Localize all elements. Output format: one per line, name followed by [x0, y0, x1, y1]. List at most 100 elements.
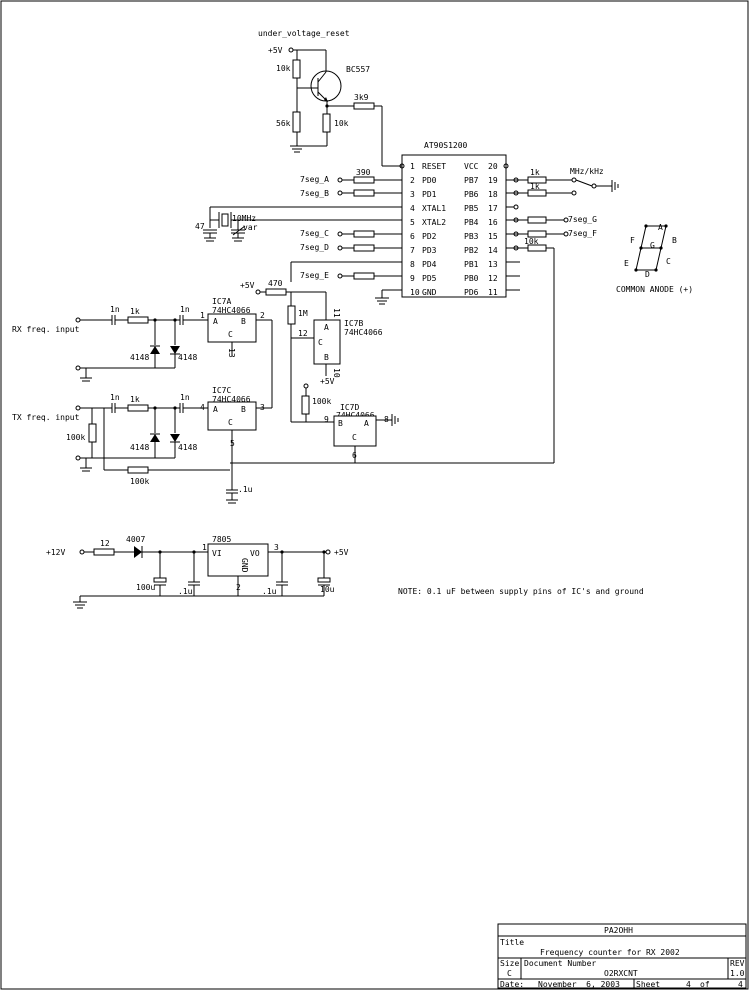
svg-text:11: 11 — [332, 308, 341, 318]
svg-text:3: 3 — [274, 543, 279, 552]
mcu-pin-name: PD6 — [464, 288, 479, 297]
svg-text:MHz/kHz: MHz/kHz — [570, 167, 604, 176]
svg-text:390: 390 — [356, 168, 371, 177]
svg-text:C: C — [228, 330, 233, 339]
resistor-3k9 — [353, 102, 375, 110]
svg-text:4: 4 — [686, 980, 691, 989]
reset-circuit: under_voltage_reset +5V 10k 56k BC557 10… — [258, 29, 402, 167]
mcu-pin-number: 2 — [410, 176, 415, 185]
svg-text:Size: Size — [500, 959, 519, 968]
resistor-10k-top — [292, 59, 301, 79]
seven-segment-display: A B C D E F G COMMON ANODE (+) — [616, 223, 693, 294]
svg-text:10u: 10u — [320, 585, 335, 594]
analog-switches: IC7A 74HC4066 A B C 1 2 13 IC7B 74HC4066… — [200, 279, 554, 504]
svg-text:A: A — [364, 419, 369, 428]
svg-text:VI: VI — [212, 549, 222, 558]
svg-text:7seg_F: 7seg_F — [568, 229, 597, 238]
mcu-pin-name: PD2 — [422, 232, 437, 241]
svg-text:of: of — [700, 980, 710, 989]
svg-text:A: A — [658, 223, 663, 232]
mcu-pin-name: PB1 — [464, 260, 479, 269]
svg-text:+5V: +5V — [240, 281, 255, 290]
tx-input-label: TX freq. input — [12, 413, 80, 422]
svg-text:4148: 4148 — [178, 353, 197, 362]
mcu-pin-number: 8 — [410, 260, 415, 269]
svg-text:B: B — [672, 236, 677, 245]
mcu-name: AT90S1200 — [424, 141, 468, 150]
mcu-pin-name: PB4 — [464, 218, 479, 227]
crystal-10mhz — [221, 213, 229, 227]
svg-text:7seg_B: 7seg_B — [300, 189, 329, 198]
mcu-pin-name: PB5 — [464, 204, 479, 213]
svg-text:E: E — [624, 259, 629, 268]
svg-text:B: B — [324, 353, 329, 362]
svg-text:1M: 1M — [298, 309, 308, 318]
svg-text:var: var — [243, 223, 258, 232]
svg-text:74HC4066: 74HC4066 — [212, 395, 251, 404]
svg-text:7seg_A: 7seg_A — [300, 175, 329, 184]
svg-text:BC557: BC557 — [346, 65, 370, 74]
svg-text:4148: 4148 — [130, 443, 149, 452]
svg-text:2: 2 — [260, 311, 265, 320]
svg-text:1k: 1k — [530, 182, 540, 191]
svg-text:1: 1 — [200, 311, 205, 320]
mcu-pin-name: XTAL2 — [422, 218, 446, 227]
svg-text:4148: 4148 — [178, 443, 197, 452]
mcu-pin-name: PD5 — [422, 274, 437, 283]
title-block: PA2OHH Title Frequency counter for RX 20… — [497, 923, 747, 989]
document-number: O2RXCNT — [604, 969, 638, 978]
svg-text:10k: 10k — [524, 237, 539, 246]
mcu-pin-name: PD0 — [422, 176, 437, 185]
mcu-pin-number: 3 — [410, 190, 415, 199]
mcu-body — [401, 154, 507, 298]
svg-text:IC7C: IC7C — [212, 386, 231, 395]
mcu-pin-number: 18 — [488, 190, 498, 199]
mcu-pin-number: 4 — [410, 204, 415, 213]
svg-text:4007: 4007 — [126, 535, 145, 544]
mcu-pin-number: 11 — [488, 288, 498, 297]
svg-text:10k: 10k — [334, 119, 349, 128]
svg-text:1.0: 1.0 — [730, 969, 745, 978]
svg-text:1n: 1n — [180, 393, 190, 402]
svg-text:C: C — [318, 338, 323, 347]
svg-text:.1u: .1u — [262, 587, 277, 596]
ic7c — [207, 401, 257, 431]
svg-text:GND: GND — [240, 558, 249, 573]
svg-text:1k: 1k — [530, 168, 540, 177]
svg-text:B: B — [338, 419, 343, 428]
svg-text:F: F — [630, 236, 635, 245]
svg-text:IC7A: IC7A — [212, 297, 231, 306]
mcu-pin-name: PB3 — [464, 232, 479, 241]
mcu-pin-number: 9 — [410, 274, 415, 283]
svg-text:7seg_G: 7seg_G — [568, 215, 597, 224]
mcu-pin-number: 6 — [410, 232, 415, 241]
mcu-pin-number: 15 — [488, 232, 498, 241]
svg-text:Document Number: Document Number — [524, 959, 596, 968]
mcu-pin-number: 19 — [488, 176, 498, 185]
svg-text:100k: 100k — [130, 477, 149, 486]
svg-text:Date:: Date: — [500, 980, 524, 989]
svg-text:C: C — [352, 433, 357, 442]
svg-text:B: B — [241, 317, 246, 326]
svg-text:5: 5 — [230, 439, 235, 448]
mcu-pin-number: 14 — [488, 246, 498, 255]
svg-text:C: C — [507, 969, 512, 978]
svg-text:100u: 100u — [136, 583, 155, 592]
svg-text:+5V: +5V — [320, 377, 335, 386]
svg-text:+12V: +12V — [46, 548, 65, 557]
svg-text:3k9: 3k9 — [354, 93, 369, 102]
mcu-pin-number: 12 — [488, 274, 498, 283]
mcu-pin-number: 5 — [410, 218, 415, 227]
svg-text:10k: 10k — [276, 64, 291, 73]
svg-text:7805: 7805 — [212, 535, 231, 544]
display-caption: COMMON ANODE (+) — [616, 285, 693, 294]
svg-text:7seg_C: 7seg_C — [300, 229, 329, 238]
svg-text:1k: 1k — [130, 307, 140, 316]
svg-text:G: G — [650, 241, 655, 250]
resistor-56k — [292, 111, 301, 133]
mcu-pin-name: XTAL1 — [422, 204, 446, 213]
tx-input-chain: 1n 1k 1n TX freq. input 100k 100k 4148 4… — [12, 393, 230, 486]
supply-note: NOTE: 0.1 uF between supply pins of IC's… — [398, 587, 644, 596]
